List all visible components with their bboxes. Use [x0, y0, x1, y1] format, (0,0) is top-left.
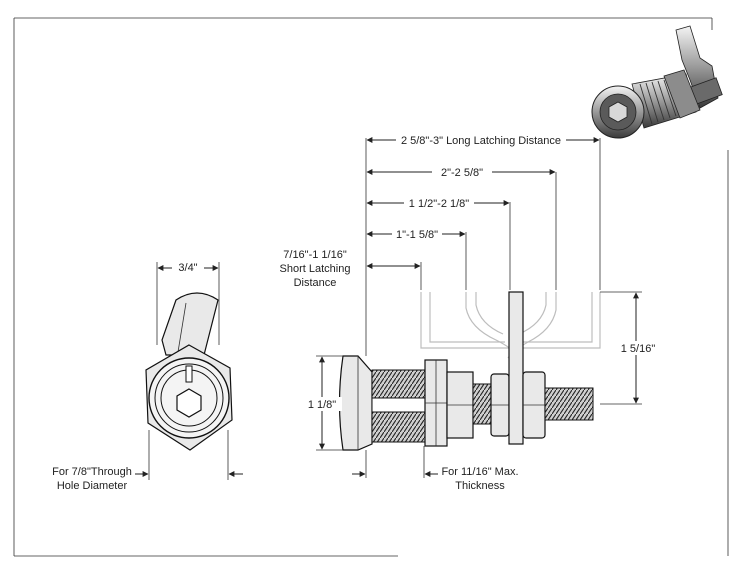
range-3-label: 2"-2 5/8": [441, 167, 483, 179]
width-dimension: 3/4": [156, 259, 220, 345]
range-1-label: 1"-1 5/8": [396, 229, 438, 241]
latch-extension-lines: [365, 138, 601, 356]
range-3-dimension: 2"-2 5/8": [366, 164, 556, 179]
short-latch-line2: Short Latching: [280, 263, 351, 275]
short-latch-line3: Distance: [294, 277, 337, 289]
side-view: [338, 291, 594, 451]
front-view: [145, 292, 233, 451]
compression-latch-photo-icon: [591, 25, 723, 139]
width-label: 3/4": [178, 262, 197, 274]
long-latch-dimension: 2 5/8"-3" Long Latching Distance: [366, 132, 600, 147]
hole-label-line2: Hole Diameter: [57, 480, 128, 492]
range-2-label: 1 1/2"-2 1/8": [409, 198, 469, 210]
short-latch-line1: 7/16"-1 1/16": [283, 249, 347, 261]
thickness-line2: Thickness: [455, 480, 505, 492]
range-1-dimension: 1"-1 5/8": [366, 226, 466, 241]
hole-diameter-dimension: For 7/8"Through Hole Diameter: [52, 430, 243, 492]
range-2-dimension: 1 1/2"-2 1/8": [366, 195, 510, 210]
thickness-line1: For 11/16" Max.: [441, 466, 518, 478]
height-right-dimension: 1 5/16": [600, 291, 664, 405]
hole-label-line1: For 7/8"Through: [52, 466, 132, 478]
height-left-dimension: 1 1/8": [302, 355, 343, 451]
drawing-border: [13, 17, 729, 557]
long-latch-label: 2 5/8"-3" Long Latching Distance: [401, 135, 561, 147]
height-right-label: 1 5/16": [621, 343, 656, 355]
thickness-dimension: For 11/16" Max. Thickness: [352, 446, 519, 492]
height-left-label: 1 1/8": [308, 399, 336, 411]
short-latch-dimension: 7/16"-1 1/16" Short Latching Distance: [280, 249, 421, 289]
